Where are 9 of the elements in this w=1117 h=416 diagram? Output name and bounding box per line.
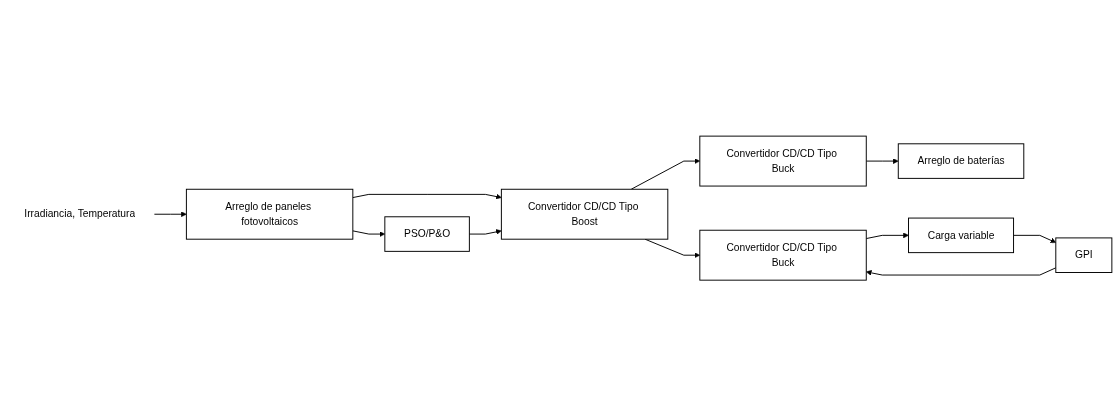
node-box: GPI [1055,237,1113,273]
node-text: Irradiancia, Temperatura [24,208,136,220]
node-box: Convertidor CD/CD Tipo Boost [500,188,669,240]
node-box: Convertidor CD/CD Tipo Buck [699,135,867,187]
node-box: Convertidor CD/CD Tipo Buck [699,229,867,281]
node-box: Carga variable [908,217,1015,253]
node-box: Arreglo de baterías [897,143,1025,179]
node-box: PSO/P&O [384,216,470,252]
node-box: Arreglo de paneles fotovoltaicos [185,188,354,240]
